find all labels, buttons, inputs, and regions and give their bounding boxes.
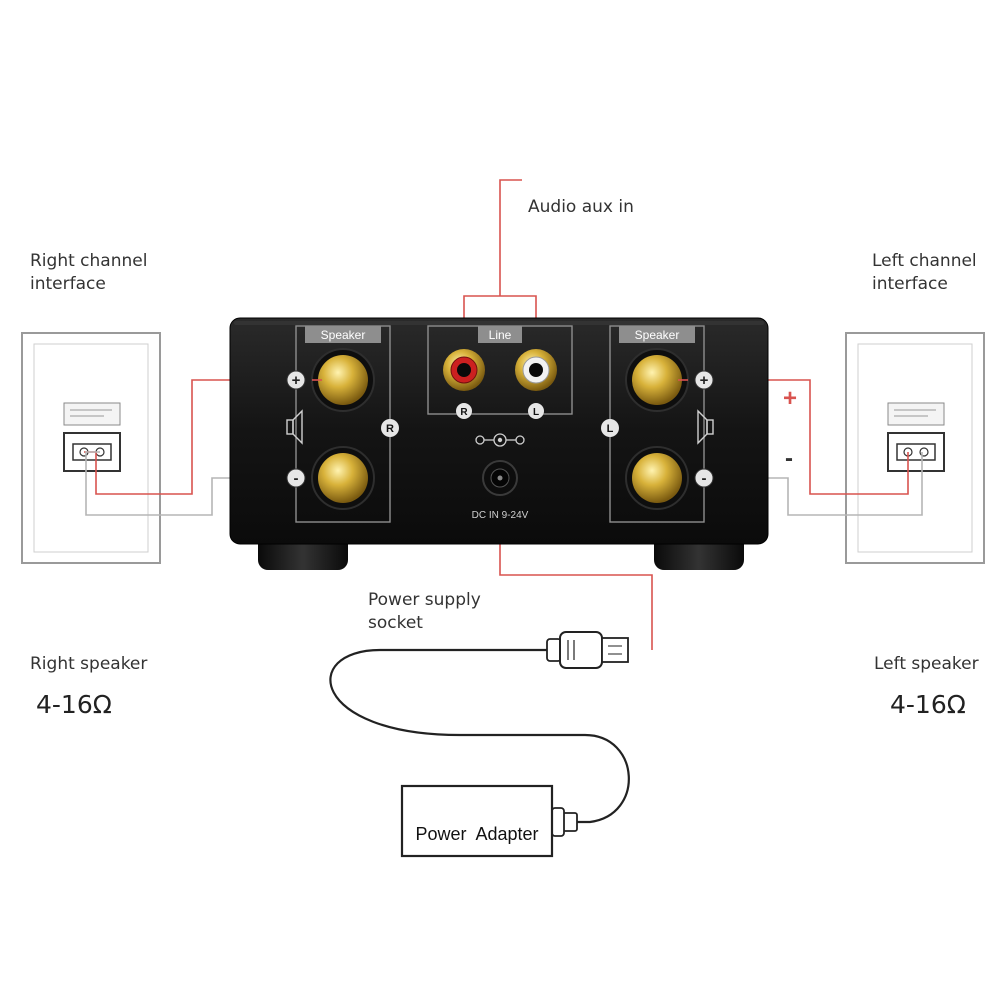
right-channel-interface-label: Right channel interface [30, 251, 153, 294]
amplifier: Speaker + - R Line R L [229, 317, 769, 570]
left-channel-minus-badge [694, 468, 714, 488]
right-speaker-impedance: 4-16Ω [36, 690, 112, 719]
right-speaker-label: Right speaker [30, 654, 147, 674]
power-socket-line2: socket [368, 613, 423, 633]
speaker-panel-right-channel-title: Speaker [321, 328, 366, 342]
audio-aux-in-label: Audio aux in [528, 197, 634, 217]
usb-plug [546, 631, 629, 669]
left-channel-line1: Left channel [872, 251, 977, 271]
dc-polarity-symbol [475, 433, 525, 447]
line-l-badge [528, 403, 544, 419]
right-speaker-nameplate [63, 402, 121, 426]
right-channel-line2: interface [30, 274, 106, 294]
right-speaker [21, 332, 161, 564]
line-input-panel-title: Line [489, 328, 512, 342]
right-channel-plus-badge [286, 370, 306, 390]
left-channel-positive-post [632, 355, 682, 405]
left-speaker-inner-panel [857, 343, 973, 553]
right-channel-minus-sign: - [294, 470, 299, 487]
dc-plug [551, 807, 578, 837]
power-adapter-box [400, 784, 554, 858]
polarity-minus-marker: - [785, 445, 793, 472]
left-channel-plus-sign: + [700, 372, 709, 389]
line-r-badge [456, 403, 472, 419]
left-speaker [845, 332, 985, 564]
channel-r-badge [381, 419, 399, 437]
rca-jack-right [443, 349, 485, 391]
left-speaker-positive-wire [688, 379, 909, 495]
channel-l-badge [601, 419, 619, 437]
right-channel-speaker-icon [286, 409, 303, 445]
channel-r-label: R [386, 423, 394, 435]
audio-aux-in-leader [499, 179, 522, 296]
rca-jack-left [515, 349, 557, 391]
right-channel-line1: Right channel [30, 251, 147, 271]
right-speaker-negative-wire [85, 451, 300, 516]
right-speaker-inner-panel [33, 343, 149, 553]
left-channel-speaker-icon [697, 409, 714, 445]
channel-l-label: L [607, 423, 614, 435]
power-adapter-label: Power Adapter [415, 824, 538, 844]
right-channel-plus-sign: + [292, 372, 301, 389]
left-speaker-nameplate [887, 402, 945, 426]
left-channel-negative-post [632, 453, 682, 503]
speaker-panel-left-channel-title: Speaker [635, 328, 680, 342]
left-channel-minus-sign: - [702, 470, 707, 487]
power-cable [329, 648, 630, 824]
left-speaker-label: Left speaker [874, 654, 979, 674]
polarity-plus-marker: + [783, 385, 797, 412]
power-supply-socket-label: Power supply socket [368, 590, 486, 633]
power-socket-line1: Power supply [368, 590, 481, 610]
right-channel-minus-badge [286, 468, 306, 488]
left-channel-line2: interface [872, 274, 948, 294]
dc-in-label: DC IN 9-24V [472, 510, 529, 521]
left-speaker-impedance: 4-16Ω [890, 690, 966, 719]
line-r-label: R [460, 407, 468, 418]
line-l-label: L [533, 407, 539, 418]
left-channel-plus-badge [694, 370, 714, 390]
left-channel-interface-label: Left channel interface [872, 251, 982, 294]
right-channel-positive-post [318, 355, 368, 405]
right-channel-negative-post [318, 453, 368, 503]
